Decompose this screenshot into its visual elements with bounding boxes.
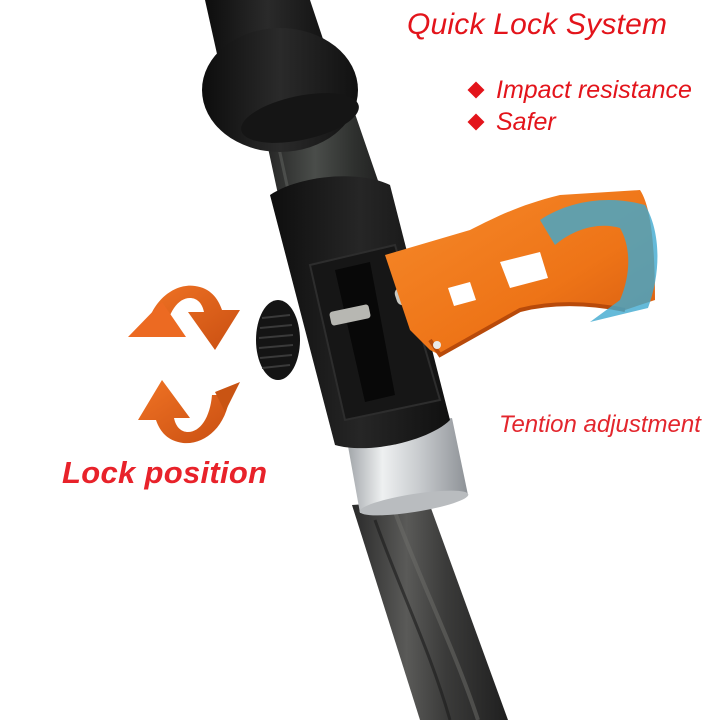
curved-arrow-icon <box>540 200 658 322</box>
feature-item-safer: Safer <box>466 106 692 138</box>
foam-grip <box>202 0 359 152</box>
lock-position-label: Lock position <box>62 455 268 490</box>
tension-adjustment-label: Tention adjustment <box>499 411 701 438</box>
rotate-arrows-icon <box>128 285 240 444</box>
page-title: Quick Lock System <box>407 8 668 41</box>
lower-pole <box>352 500 508 721</box>
tension-knob[interactable] <box>256 300 300 380</box>
feature-item-impact-resistance: Impact resistance <box>466 74 692 106</box>
diamond-bullet-icon <box>467 113 485 131</box>
feature-label: Safer <box>496 107 556 136</box>
diamond-bullet-icon <box>467 81 485 99</box>
feature-label: Impact resistance <box>496 75 692 104</box>
feature-list: Impact resistance Safer <box>466 74 692 138</box>
